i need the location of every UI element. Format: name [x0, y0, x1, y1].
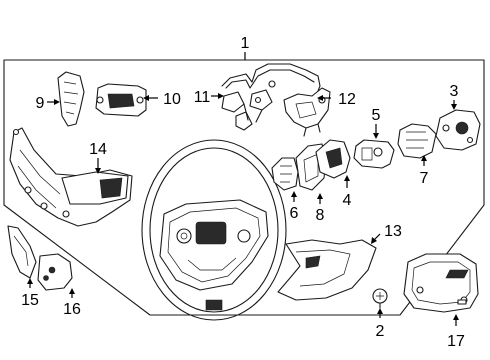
part-15-small-trim: [7, 225, 37, 279]
callout-7: 7: [420, 155, 429, 187]
callout-11: 11: [194, 89, 224, 106]
callout-17: 17: [447, 314, 465, 350]
callout-9-label: 9: [36, 95, 45, 112]
callout-8: 8: [316, 193, 325, 224]
callout-15: 15: [21, 278, 39, 309]
callout-10-label: 10: [163, 91, 181, 108]
callout-17-label: 17: [447, 333, 465, 350]
part-10-module: [95, 83, 147, 117]
callout-4: 4: [343, 175, 352, 209]
callout-7-label: 7: [420, 170, 429, 187]
callout-15-label: 15: [21, 292, 39, 309]
callout-14-label: 14: [89, 141, 107, 158]
callout-6: 6: [290, 191, 299, 222]
callout-12: 12: [317, 91, 356, 108]
callout-16-label: 16: [63, 301, 81, 318]
callout-10: 10: [143, 91, 181, 108]
callout-12-label: 12: [338, 91, 356, 108]
part-2-bolt: [372, 288, 388, 309]
part-7-switch: [397, 123, 437, 159]
callout-3: 3: [450, 83, 459, 110]
callout-2-label: 2: [376, 323, 385, 340]
part-16-cover: [37, 253, 73, 291]
assembly-outline: [3, 59, 485, 316]
callout-13: 13: [371, 223, 402, 244]
callout-6-label: 6: [290, 205, 299, 222]
part-13-lower-trim: [277, 239, 377, 301]
callout-14: 14: [89, 141, 107, 174]
part-6-switch: [271, 157, 299, 191]
callout-5-label: 5: [372, 107, 381, 124]
part-14-column-cover: [9, 127, 133, 227]
callout-2: 2: [376, 308, 385, 340]
callout-13-label: 13: [384, 223, 402, 240]
callout-1: 1: [241, 35, 250, 60]
part-12-bracket: [283, 87, 331, 137]
callout-3-label: 3: [450, 83, 459, 100]
callout-8-label: 8: [316, 207, 325, 224]
part-5-switch: [353, 139, 395, 169]
part-3-switch: [435, 109, 481, 151]
callout-16: 16: [63, 288, 81, 318]
steering-wheel: [141, 139, 287, 321]
part-4-switch: [315, 139, 351, 179]
callout-1-label: 1: [241, 35, 250, 52]
part-9-paddle-switch: [57, 71, 85, 127]
callout-5: 5: [372, 107, 381, 139]
callout-4-label: 4: [343, 192, 352, 209]
callout-9: 9: [36, 95, 60, 112]
part-17-airbag-module: [403, 253, 479, 313]
callout-11-label: 11: [194, 89, 211, 106]
part-11-wiring-harness: [221, 63, 321, 131]
